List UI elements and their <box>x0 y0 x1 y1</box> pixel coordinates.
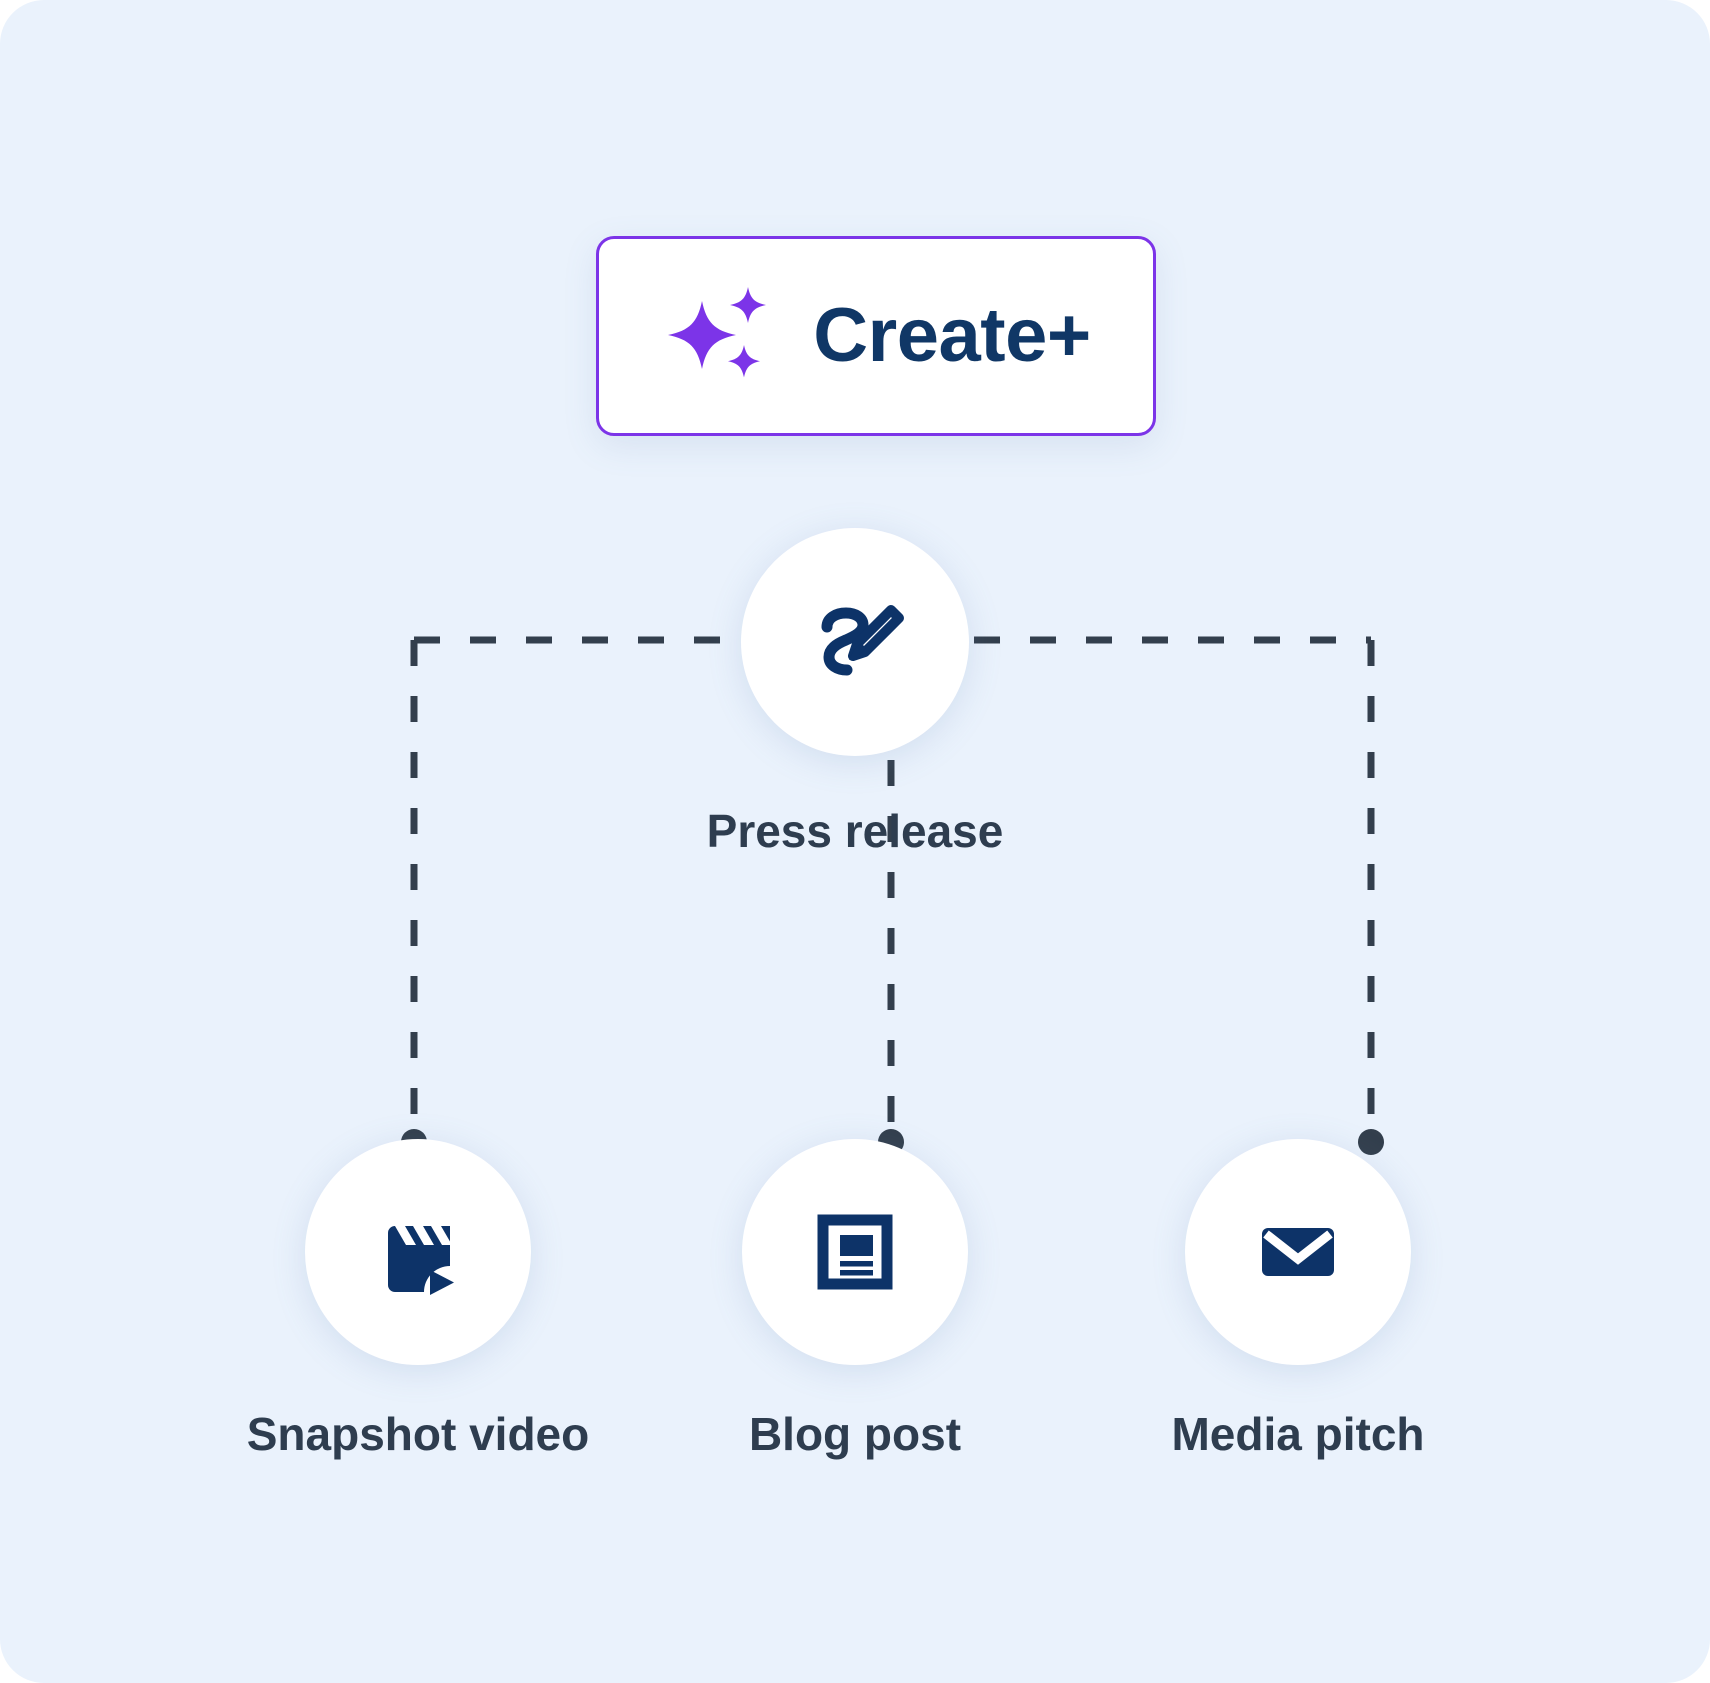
sparkles-icon <box>661 275 783 397</box>
node-media-pitch-circle[interactable] <box>1185 1139 1411 1365</box>
article-icon <box>805 1202 905 1302</box>
node-press-release[interactable]: Press release <box>575 528 1135 854</box>
node-press-release-label: Press release <box>706 805 1004 857</box>
node-blog-post[interactable]: Blog post <box>635 1139 1075 1457</box>
node-blog-post-circle[interactable] <box>742 1139 968 1365</box>
node-press-release-circle[interactable] <box>741 528 969 756</box>
node-snapshot-video[interactable]: Snapshot video <box>198 1139 638 1457</box>
node-snapshot-video-label: Snapshot video <box>246 1408 590 1460</box>
clapperboard-play-icon <box>368 1202 468 1302</box>
create-plus-label: Create+ <box>813 293 1091 378</box>
create-plus-card[interactable]: Create+ <box>596 236 1156 436</box>
node-snapshot-video-circle[interactable] <box>305 1139 531 1365</box>
edit-pencil-icon <box>805 592 905 692</box>
envelope-icon <box>1248 1202 1348 1302</box>
node-media-pitch-label: Media pitch <box>1171 1408 1425 1460</box>
node-blog-post-label: Blog post <box>748 1408 962 1460</box>
node-media-pitch[interactable]: Media pitch <box>1078 1139 1518 1457</box>
